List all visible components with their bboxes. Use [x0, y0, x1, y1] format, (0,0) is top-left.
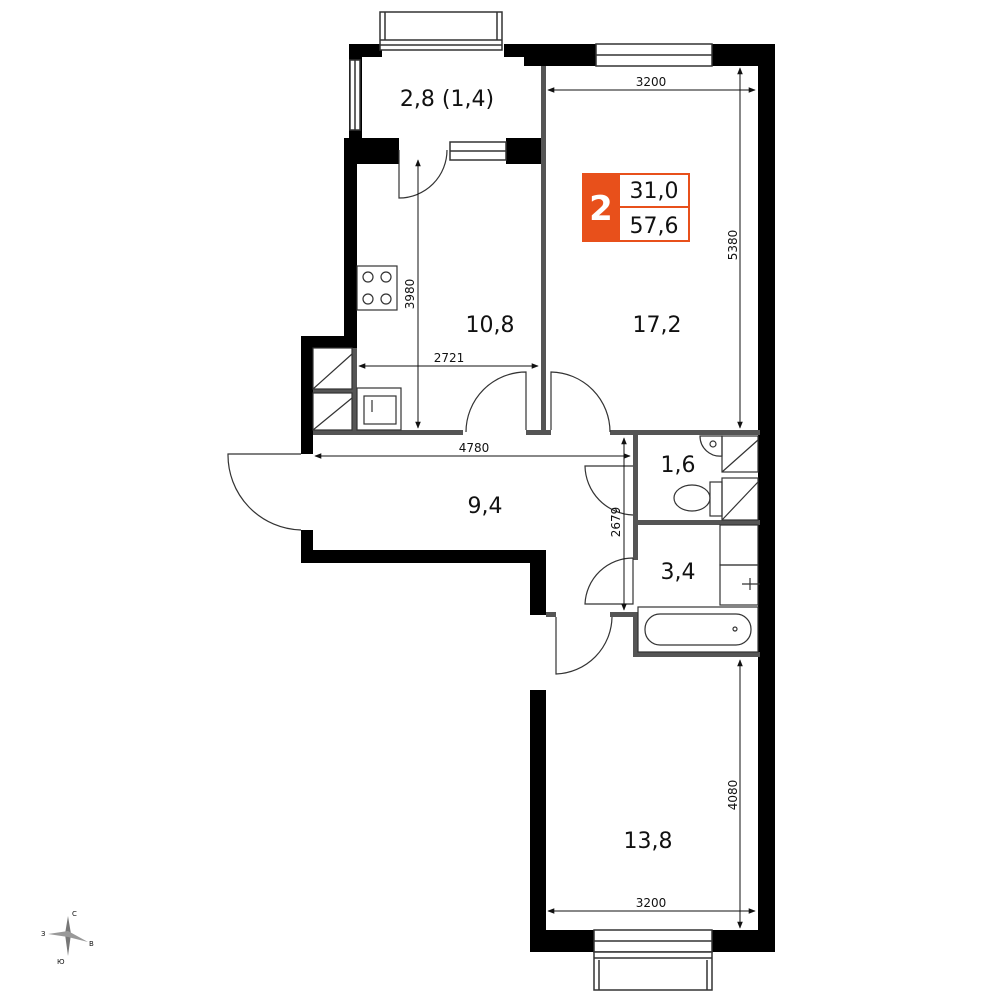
- compass-west: З: [41, 930, 46, 938]
- room-kitchen-area: 10,8: [466, 313, 515, 338]
- room-labels: 2,8 (1,4) 10,8 17,2 9,4 1,6 3,4 13,8: [400, 87, 696, 854]
- window-balcony-left: [349, 59, 361, 131]
- doors: [227, 149, 634, 675]
- room-bedroom-area: 13,8: [624, 829, 673, 854]
- window-balcony-door: [449, 141, 507, 161]
- bedroom-wall-bottom-left: [530, 930, 594, 952]
- compass-east: В: [89, 940, 94, 948]
- badge-rooms-count: 2: [589, 189, 613, 229]
- bathtub-icon: [637, 606, 759, 653]
- partition-closet-mid: [313, 389, 357, 393]
- washer-sink-icon: [719, 524, 760, 606]
- toilet-sink-icon: [699, 435, 723, 457]
- window-living: [595, 43, 713, 67]
- closet-wall-left: [301, 336, 313, 454]
- partition-closet-right: [352, 348, 357, 433]
- compass-south: Ю: [57, 958, 65, 966]
- partition-kitchen-bottom-mid: [526, 430, 551, 435]
- dim-bedroom-width: 3200: [636, 896, 667, 910]
- bedroom-wall-left-lower: [530, 690, 546, 952]
- dim-kitchen-length: 3980: [403, 279, 417, 310]
- partition-toilet-bottom: [633, 520, 760, 525]
- partition-toilet-left: [633, 430, 638, 523]
- shaft-icon: [721, 435, 759, 521]
- partition-living-bottom: [610, 430, 760, 435]
- window-bedroom: [593, 929, 713, 991]
- partition-hall-bedroom: [546, 612, 556, 617]
- room-toilet-area: 1,6: [661, 453, 696, 478]
- walls: [301, 44, 775, 952]
- closet-wall-top: [301, 336, 357, 348]
- door-entrance: [227, 453, 302, 531]
- door-balcony: [398, 149, 448, 199]
- hall-wall-bottom: [301, 550, 546, 563]
- badge-living-area: 31,0: [630, 179, 679, 204]
- dimension-lines: [314, 67, 756, 929]
- badge-rooms-box: [583, 174, 620, 241]
- partition-bath-left: [633, 520, 638, 560]
- room-hall-area: 9,4: [468, 494, 503, 519]
- dim-corridor-length: 2679: [609, 507, 623, 538]
- toilet-icon: [673, 481, 723, 517]
- bathroom-wall-right: [758, 436, 775, 661]
- room-living-area: 17,2: [633, 313, 682, 338]
- windows: [349, 11, 713, 991]
- area-badge: 2 31,0 57,6: [582, 173, 690, 242]
- door-kitchen: [465, 371, 527, 433]
- kitchen-wall-left: [344, 138, 357, 343]
- closet-icon: [312, 347, 353, 431]
- partitions: [313, 66, 760, 657]
- dim-bedroom-length: 4080: [726, 780, 740, 811]
- compass-rose-icon: С В Ю З: [41, 910, 94, 966]
- balcony-wall-top-left: [349, 44, 382, 57]
- living-wall-right: [758, 44, 775, 436]
- door-bedroom: [555, 616, 613, 675]
- dim-kitchen-width: 2721: [434, 351, 465, 365]
- balcony-wall-bottom-right: [506, 138, 544, 164]
- partition-kitchen-bottom-left: [313, 430, 463, 435]
- room-balcony-area: 2,8 (1,4): [400, 87, 494, 112]
- partition-hall-bedroom-right: [610, 612, 638, 617]
- bedroom-wall-right: [758, 655, 775, 952]
- door-living: [550, 371, 611, 433]
- partition-bath-bottom: [633, 652, 760, 657]
- badge-total-area: 57,6: [630, 214, 679, 239]
- dimension-labels: 3200 5380 3980 2721 4780 2679 4080 3200: [403, 75, 740, 910]
- dim-living-width: 3200: [636, 75, 667, 89]
- partition-kitchen-living: [541, 66, 546, 430]
- stove-icon: [356, 265, 398, 311]
- room-bathroom-area: 3,4: [661, 560, 696, 585]
- kitchen-sink-icon: [356, 387, 402, 431]
- partition-bath-left-lower: [633, 612, 638, 656]
- living-wall-left: [524, 44, 544, 66]
- fixtures: [312, 265, 760, 653]
- bedroom-wall-left: [530, 550, 546, 615]
- dim-hall-width: 4780: [459, 441, 490, 455]
- dim-living-length: 5380: [726, 230, 740, 261]
- door-bath: [584, 557, 634, 605]
- window-balcony-top: [379, 11, 503, 51]
- compass-north: С: [72, 910, 77, 918]
